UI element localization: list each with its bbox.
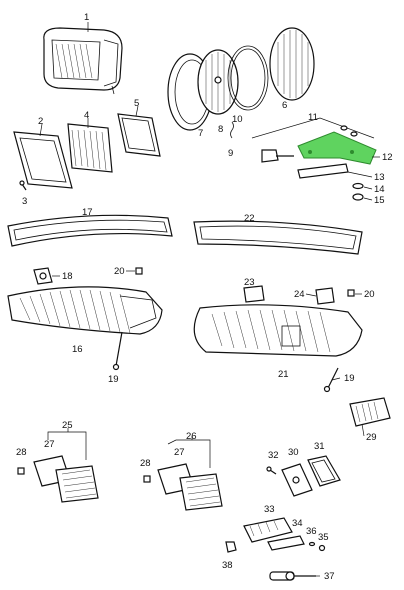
- callout-11: 11: [308, 112, 318, 123]
- part-38-nut[interactable]: [225, 541, 237, 553]
- callout-leaders: [52, 156, 380, 577]
- part-30-housing[interactable]: [281, 463, 313, 497]
- part-18-clip[interactable]: [33, 267, 53, 285]
- part-12-mounting-bracket[interactable]: [297, 131, 377, 165]
- callout-1: 1: [84, 12, 89, 23]
- part-37-bulb-holder[interactable]: [269, 571, 316, 581]
- part-1-fog-lamp-housing[interactable]: [43, 22, 123, 95]
- callout-34: 34: [292, 518, 303, 529]
- part-31-gasket[interactable]: [307, 455, 341, 487]
- part-20-clip-right[interactable]: [347, 289, 355, 297]
- callout-35: 35: [318, 532, 329, 543]
- callout-6: 6: [282, 100, 287, 111]
- callout-20-right: 20: [364, 289, 375, 300]
- part-20-clip-left[interactable]: [135, 267, 143, 275]
- callout-30: 30: [288, 447, 299, 458]
- part-16-indicator-lens-left[interactable]: [7, 286, 163, 335]
- part-19-screw-left[interactable]: [112, 331, 123, 371]
- part-11-small-parts[interactable]: [340, 125, 358, 137]
- part-21-indicator-lens-right[interactable]: [193, 304, 363, 357]
- callout-15: 15: [374, 195, 385, 206]
- callout-19-right: 19: [344, 373, 355, 384]
- part-36-washer[interactable]: [308, 541, 316, 547]
- callout-31: 31: [314, 441, 325, 452]
- part-25-grille-left[interactable]: [55, 465, 99, 503]
- callout-4: 4: [84, 110, 89, 121]
- part-26-grille-right[interactable]: [179, 473, 223, 511]
- part-26-group-bracket: [167, 436, 211, 468]
- callout-labels: 1 2 3 4 5 6 7 8 9 10 11 12 13 14 15 16 1…: [16, 12, 393, 582]
- callout-22: 22: [244, 213, 255, 224]
- callout-24: 24: [294, 289, 305, 300]
- callout-17: 17: [82, 207, 93, 218]
- part-11-bolt[interactable]: [261, 149, 294, 163]
- callout-25: 25: [62, 420, 73, 431]
- callout-3: 3: [22, 196, 27, 207]
- part-28-clip-left[interactable]: [17, 467, 25, 475]
- part-5-gasket[interactable]: [117, 105, 161, 157]
- part-13-plate[interactable]: [297, 163, 349, 179]
- part-4-lens[interactable]: [67, 118, 113, 173]
- part-6-headlamp-lens[interactable]: [269, 27, 315, 101]
- callout-5: 5: [134, 98, 139, 109]
- part-23-clip[interactable]: [243, 285, 265, 303]
- part-22-seal-strip-right[interactable]: [193, 220, 363, 255]
- callout-19-left: 19: [108, 374, 119, 385]
- callout-12: 12: [382, 152, 393, 163]
- callout-33: 33: [264, 504, 275, 515]
- callout-37: 37: [324, 571, 335, 582]
- callout-2: 2: [38, 116, 43, 127]
- callout-18: 18: [62, 271, 73, 282]
- part-24-clip[interactable]: [315, 287, 335, 305]
- callout-28-right: 28: [140, 458, 151, 469]
- callout-36: 36: [306, 526, 317, 537]
- callout-9: 9: [228, 148, 233, 159]
- part-14-washer[interactable]: [352, 182, 364, 190]
- part-35-screw[interactable]: [318, 544, 326, 552]
- part-25-group-bracket: [47, 428, 87, 460]
- part-11-bracket-assembly-frame: [251, 117, 375, 139]
- part-32-screw[interactable]: [266, 466, 277, 475]
- part-34-lens[interactable]: [267, 535, 305, 551]
- part-9-spring[interactable]: [230, 121, 234, 139]
- callout-38: 38: [222, 560, 233, 571]
- callout-13: 13: [374, 172, 385, 183]
- callout-32: 32: [268, 450, 279, 461]
- callout-23: 23: [244, 277, 255, 288]
- part-3-screw[interactable]: [19, 180, 27, 191]
- callout-20-left: 20: [114, 266, 125, 277]
- part-2-lamp-frame[interactable]: [13, 123, 73, 189]
- callout-27-right: 27: [174, 447, 185, 458]
- part-19-screw-right[interactable]: [323, 367, 339, 393]
- part-28-clip-right[interactable]: [143, 475, 151, 483]
- callout-29: 29: [366, 432, 377, 443]
- callout-28-left: 28: [16, 447, 27, 458]
- callout-14: 14: [374, 184, 385, 195]
- callout-27-left: 27: [44, 439, 55, 450]
- part-10-seal-ring[interactable]: [227, 45, 269, 111]
- callout-21: 21: [278, 369, 289, 380]
- part-33-license-light-base[interactable]: [243, 517, 293, 543]
- callout-16: 16: [72, 344, 83, 355]
- part-17-seal-strip-left[interactable]: [7, 214, 173, 247]
- callout-7: 7: [198, 128, 203, 139]
- part-8-headlamp-insert[interactable]: [197, 49, 239, 115]
- callout-8: 8: [218, 124, 223, 135]
- part-15-nut[interactable]: [352, 193, 364, 201]
- part-29-side-marker[interactable]: [349, 397, 391, 427]
- callout-26: 26: [186, 431, 197, 442]
- callout-10: 10: [232, 114, 243, 125]
